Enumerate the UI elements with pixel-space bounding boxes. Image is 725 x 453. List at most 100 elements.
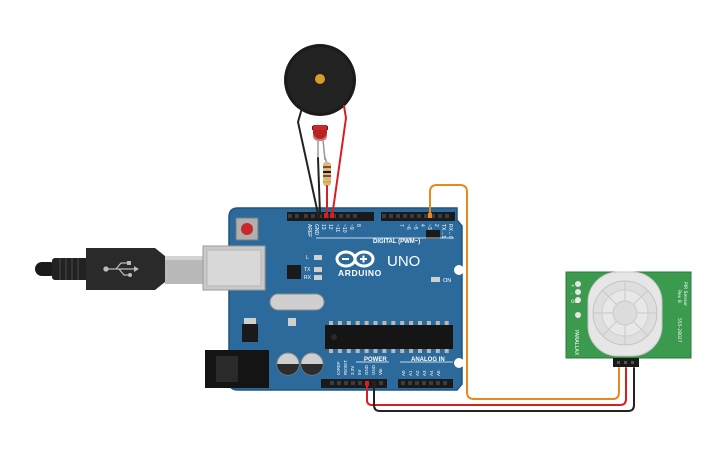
header-pin-hole[interactable] [408,381,412,385]
chip-pin [346,321,351,325]
header-pin-hole[interactable] [358,381,362,385]
chip-pin [426,321,431,325]
header-pin-hole[interactable] [346,214,350,218]
header-pin-hole[interactable] [429,381,433,385]
buzzer-hole [315,74,325,84]
header-pin-hole[interactable] [445,214,449,218]
top-pin-label: ~10 [341,224,347,233]
header-pin-hole[interactable] [443,381,447,385]
header-pin-hole[interactable] [344,381,348,385]
header-pin-hole[interactable] [403,214,407,218]
header-pin-hole[interactable] [410,214,414,218]
mount-hole [454,358,464,368]
top-pin-label: 4 [419,224,425,227]
chip-pin [435,321,440,325]
led-l-label: L [306,255,309,261]
header-pin-hole[interactable] [311,214,315,218]
chip-pin [444,349,449,353]
header-pin-hole[interactable] [415,381,419,385]
pir-pin-mark [575,297,581,303]
header-pin-hole[interactable] [417,214,421,218]
analog-pin-label: A2 [415,370,420,376]
header-pin-hole[interactable] [379,381,383,385]
pir-header[interactable] [613,358,639,367]
top-pin-label: ~9 [348,224,354,230]
header-pin-hole[interactable] [401,381,405,385]
power-pin-label: Vin [378,368,383,375]
analog-pin-label: A3 [422,370,427,376]
wire-pir-gnd[interactable] [373,367,635,412]
wire-buzzer-12[interactable] [331,105,347,215]
top-pin-label: GND [313,224,319,236]
pir-pin-mark [575,289,581,295]
wire-pir-signal[interactable] [429,184,620,400]
wire-endpoints [316,213,432,386]
led-tx-label: TX [304,267,311,273]
header-pin-hole[interactable] [353,214,357,218]
chip-pin [409,349,414,353]
top-pin-label: 8 [355,224,361,227]
analog-pin-label: A0 [401,370,406,376]
header-pin-hole[interactable] [288,214,292,218]
header-pin-hole[interactable] [424,214,428,218]
top-pin-label: ~3 [426,224,432,230]
pir-pin-label: Out [571,299,579,305]
chip-pin [337,349,342,353]
header-pin-hole[interactable] [389,214,393,218]
model-text: UNO [387,253,420,270]
chip-pin [391,321,396,325]
on-label: ON [443,278,451,284]
led-on [431,277,440,282]
led-rx [314,275,322,280]
top-pin-label: TX→1 [440,224,446,238]
chip-pin [346,349,351,353]
led-rx-label: RX [304,275,312,281]
power-header[interactable] [321,379,453,388]
chip-pin [337,321,342,325]
pir-pin-label: + [571,283,575,289]
wire-led-gnd[interactable] [317,157,321,215]
header-pin-hole[interactable] [382,214,386,218]
red-led[interactable] [312,125,328,141]
pir-label-rev: Rev B [676,290,682,303]
led-tx [314,267,322,272]
power-pin-label: GND [364,364,369,375]
header-pin-hole[interactable] [337,381,341,385]
voltage-regulator [242,318,258,342]
top-pin-label: RX←0 [447,224,453,239]
header-pin-hole[interactable] [422,381,426,385]
chip-pin [382,321,387,325]
chip-pin [418,349,422,353]
header-pin-hole[interactable] [351,381,355,385]
analog-pin-label: A5 [436,370,441,376]
header-pin-hole[interactable] [330,381,334,385]
piezo-buzzer[interactable] [284,44,356,116]
pir-sensor[interactable]: + - Out PARALLAX PIR Sensor Rev B 555-28… [565,271,692,367]
header-pin-hole[interactable] [436,381,440,385]
reset-button[interactable] [235,217,259,241]
header-pin-hole[interactable] [304,214,308,218]
power-pin-label: 3.3V [350,366,355,375]
power-pin-label: 5V [357,369,362,375]
top-pin-label: AREF [306,224,312,237]
arduino-board[interactable]: L TX RX ON ARDUINO UNO [202,207,464,391]
chip-pin [400,349,405,353]
header-pin-hole[interactable] [438,214,442,218]
pir-dome [587,271,663,357]
resistor[interactable] [323,156,331,186]
header-pin-hole[interactable] [431,214,435,218]
header-pin-hole[interactable] [396,214,400,218]
wire-pir-5v[interactable] [366,367,627,406]
analog-pin-label: A1 [408,370,413,376]
top-pin-label: ~6 [405,224,411,230]
header-pin-hole[interactable] [295,214,299,218]
wire-buzzer-gnd[interactable] [297,107,319,215]
usb-cable [35,248,207,290]
power-jack [205,350,269,388]
top-pin-label: 7 [398,224,404,227]
pir-pin-mark [575,281,581,287]
power-pin-label: GND [371,364,376,375]
power-pin-label: RESET [343,360,348,375]
header-pin-hole[interactable] [339,214,343,218]
arduino-infinity-logo [335,250,375,268]
